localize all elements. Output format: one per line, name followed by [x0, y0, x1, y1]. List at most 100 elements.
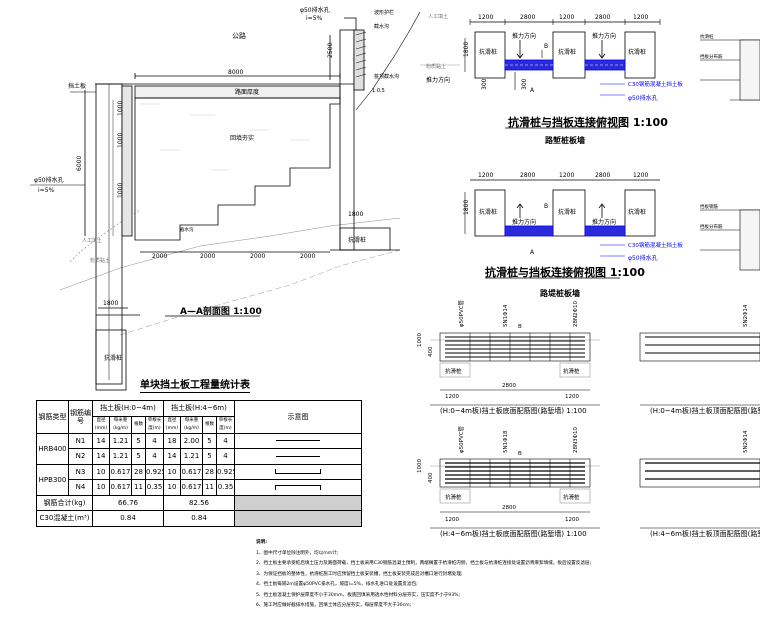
table-row: N4 10 0.617 11 0.35 10 0.617 11 0.35: [37, 479, 362, 496]
pile-label-l: 抗滑桩: [104, 354, 122, 362]
dim-400-up: 400: [428, 346, 434, 357]
cell: 10: [92, 463, 110, 480]
fill-label-top: 人工填土: [428, 13, 448, 20]
h-wt-a: 每米重(kg/m): [109, 415, 132, 434]
table-row-total: 钢筋合计(kg) 66.76 82.56: [36, 494, 362, 511]
table-row-concrete: C30混凝土(m³) 0.84 0.84: [36, 510, 362, 527]
rebar-lo-title: (H:4~6m板)挡土板底面配筋图(路堑墙) 1:100: [440, 529, 587, 538]
pile-box-4: [474, 189, 506, 237]
qty-table-title: 单块挡土板工程量统计表: [140, 376, 250, 393]
dim-2800-lo: 2800: [502, 505, 516, 511]
cell: 0.35: [145, 479, 164, 496]
plan-cut-text: 1200 2800 1200 2800 1200 抗滑桩 抗滑桩 抗滑桩 推力方…: [426, 14, 683, 145]
pile-label-2: 抗滑桩: [558, 48, 576, 56]
dim-400-lo: 400: [428, 472, 434, 483]
cell: 4: [145, 432, 164, 449]
cell: 14: [92, 448, 110, 465]
table-row: HRB400 N1 14 1.21 5 4 18 2.00 5 4: [36, 432, 362, 465]
cell: 5: [202, 448, 217, 465]
dim-2800-a: 2800: [520, 14, 535, 21]
bar-up-r2: 5N2Φ14: [743, 304, 749, 327]
h-cnt-b: 根数: [202, 415, 217, 434]
note-line: 1、图中尺寸单位除注明外，均以mm计;: [256, 550, 339, 556]
rebar-up-title-r: (H:0~4m板)挡土板顶面配筋图(路堑墙): [650, 406, 760, 415]
drain-label-top: φ50排水孔: [300, 6, 330, 14]
cut-b-up: B: [518, 324, 522, 330]
bar-symbol-n4: [234, 479, 362, 496]
table-subheader-row: 直径(mm) 每米重(kg/m) 根数 单根长度(m) 直径(mm) 每米重(k…: [37, 415, 362, 434]
road-label: 公路: [232, 31, 246, 40]
notes-head: 说明:: [256, 540, 268, 545]
cell: 28: [202, 463, 217, 480]
dim-1200-c: 1200: [633, 14, 648, 21]
bar-up-left: 5N1Φ14: [503, 304, 509, 327]
plan-cut: [420, 19, 661, 129]
dim-1000-up: 1000: [417, 333, 423, 347]
chute-label: 截水沟: [374, 23, 389, 30]
h-no: 钢筋编号: [68, 400, 93, 434]
c30-label-2: C30钢筋混凝土挡土板: [628, 241, 683, 249]
quantity-table: 钢筋类型 钢筋编号 挡土板(H:0~4m) 挡土板(H:4~6m) 示意图 直径…: [36, 400, 362, 527]
note-line: 6、施工时应做好截排水措施，回填土体应分层夯实，每层厚度不大于30cm;: [256, 603, 412, 608]
pile-box-6: [624, 189, 656, 237]
cell: 5: [202, 432, 217, 449]
plan-fill-subtitle: 路堤桩板墙: [540, 288, 580, 298]
bar-symbol-n3: [234, 463, 362, 480]
cell: 5: [131, 448, 146, 465]
drain-label-2: φ50排水孔: [628, 254, 658, 262]
pile-label-1: 抗滑桩: [479, 48, 497, 56]
plan-fill: [464, 179, 660, 279]
conc-diagram: [234, 510, 362, 527]
bar-pvc-up: φ50PVC管: [457, 299, 465, 327]
note-line: 4、挡土板每隔2m设置φ50PVC排水孔，坡度i=5%，排水孔进口处设置反滤包;: [256, 582, 418, 587]
backfill-label: 回填夯实: [230, 134, 254, 142]
push-dir-5: 推力方向: [592, 218, 616, 226]
rebar-elev-upper: [430, 332, 760, 406]
no-n1: N1: [68, 432, 93, 449]
edge-label-b: 挡板分布筋: [700, 53, 723, 60]
rebar-elev-upper-text: φ50PVC管 5N1Φ14 28N2Φ10 5N2Φ14 1000 400 B…: [417, 299, 760, 415]
cell: 10: [163, 479, 181, 496]
table-row: HPB300 N3 10 0.617 28 0.925 10 0.617 28 …: [36, 463, 362, 496]
dim-2000-d: 2000: [300, 253, 315, 260]
chute-label-b: 截水沟: [180, 226, 194, 233]
dim-2000-c: 2000: [250, 253, 265, 260]
fill-label-left: 人工填土: [82, 237, 102, 244]
pile-label-6: 抗滑桩: [628, 208, 646, 216]
rebar-lo-title-r: (H:4~6m板)挡土板顶面配筋图(路堑墙): [650, 529, 760, 538]
push-dir-2: 推力方向: [592, 32, 616, 40]
h-plate1: 挡土板(H:0~4m): [92, 400, 164, 417]
design-notes: 说明: 1、图中尺寸单位除注明外，均以mm计; 2、挡土板主要承受桩后填土压力及…: [256, 538, 756, 612]
pavement-label: 路面厚度: [235, 88, 259, 96]
section-aa-text: 公路 8000 路面厚度 回填夯实 挡土板 6000 1000 1000 100…: [34, 6, 448, 362]
cell: 1.21: [109, 432, 132, 449]
bar-lo-left: 5N1Φ18: [503, 430, 509, 453]
cell: 2.00: [180, 432, 203, 449]
pile-up-r: 抗滑桩: [563, 367, 580, 375]
dim-2000-b: 2000: [200, 253, 215, 260]
rebar-up-title: (H:0~4m板)挡土板底面配筋图(路堑墙) 1:100: [440, 406, 587, 415]
dim-300-a: 300: [481, 78, 488, 90]
dim-1200-lo-l: 1200: [445, 517, 459, 523]
h-diagram: 示意图: [234, 400, 362, 434]
dim-2800-d: 2800: [595, 172, 610, 179]
cell: 11: [202, 479, 217, 496]
cut-b: B: [544, 43, 548, 50]
pile-lo-r: 抗滑桩: [563, 493, 580, 501]
dim-1200-lo-r: 1200: [565, 517, 579, 523]
conc-a: 0.84: [92, 510, 164, 527]
rebar-elev-lower: [430, 458, 760, 529]
cut-a: A: [530, 87, 535, 94]
pile-box-3: [624, 31, 656, 79]
dim-1000-c: 1000: [117, 183, 124, 198]
section-aa: [30, 11, 421, 391]
dim-2000-a: 2000: [152, 253, 167, 260]
no-n4: N4: [68, 479, 93, 496]
pile-top-drain-label: 桩顶截水沟: [374, 73, 399, 80]
cell: 28: [131, 463, 146, 480]
conc-label: C30混凝土(m³): [36, 510, 93, 527]
h-dia-b: 直径(mm): [163, 415, 181, 434]
pile-label-r: 抗滑桩: [348, 236, 366, 244]
conc-b: 0.84: [163, 510, 235, 527]
pile-label-4: 抗滑桩: [479, 208, 497, 216]
